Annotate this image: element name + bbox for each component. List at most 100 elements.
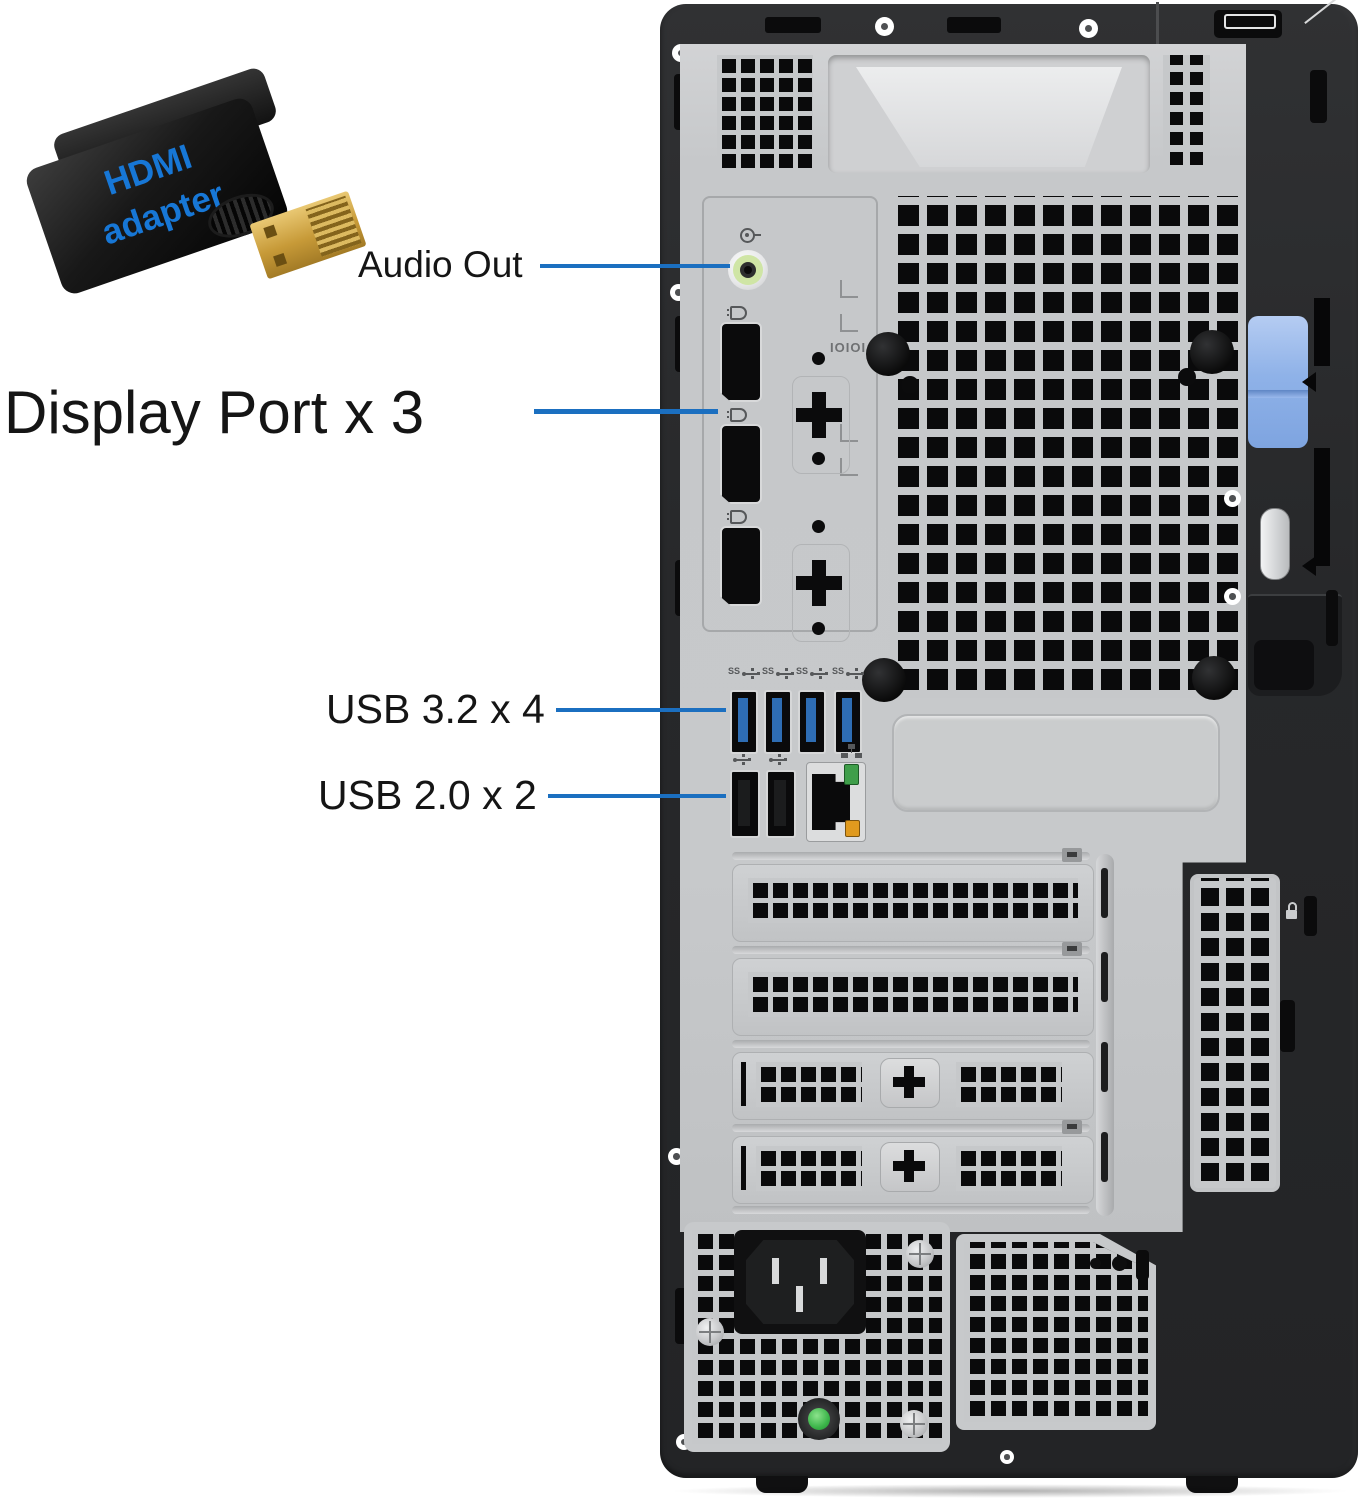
slot-rail-groove (732, 852, 1090, 860)
leader-line-audio-out (540, 264, 730, 268)
displayport-port-1 (720, 322, 762, 402)
ethernet-led-green (844, 764, 859, 785)
punchout-dot (812, 352, 825, 365)
security-lock-slot (1304, 896, 1317, 936)
slot-latch-plus (893, 1077, 925, 1087)
usb-ss-trident-icon (846, 668, 863, 676)
bracket-rail-notch (1101, 1132, 1108, 1182)
hdmi-adapter-image: HDMI adapter (10, 60, 370, 360)
leader-line-display-port (534, 409, 718, 414)
callout-usb20: USB 2.0 x 2 (318, 772, 537, 818)
slot-rail-groove (732, 1040, 1090, 1048)
punchout-mark (840, 314, 858, 332)
latch-catch-arrow (1302, 372, 1316, 392)
fan-thumbscrew (1192, 656, 1236, 700)
slot-cover-tick (741, 1146, 746, 1190)
psu-latch-ridge (1248, 390, 1308, 398)
bracket-rail-notch (1101, 868, 1108, 918)
latch-catch (1314, 298, 1330, 366)
adapter-body: HDMI adapter (22, 94, 292, 298)
top-screw (875, 17, 894, 36)
usb20-tongue (774, 780, 786, 826)
usb20-tongue (738, 780, 750, 826)
usb-ss-icon: SS (796, 666, 809, 676)
fan-thumbscrew (862, 658, 906, 702)
side-slot (1310, 70, 1327, 123)
punchout-dot (812, 520, 825, 533)
chassis-slot (1326, 590, 1338, 646)
punchout-dot (812, 622, 825, 635)
panel-screw (1224, 490, 1241, 507)
usb-ss-icon: SS (762, 666, 775, 676)
punchout-outline (792, 376, 850, 474)
power-led-green (808, 1408, 830, 1430)
bracket-rail-notch (1101, 1042, 1108, 1092)
tower-foot (756, 1476, 808, 1493)
power-inlet-pin (820, 1258, 827, 1284)
usb-ss-icon: SS (832, 666, 845, 676)
top-screw (1079, 19, 1098, 38)
usb2-icon (769, 754, 786, 762)
ethernet-led-amber (845, 820, 860, 837)
serial-port-label: IOIOI (830, 340, 867, 355)
top-vent-cutout (947, 17, 1001, 33)
io-area-outline (702, 196, 878, 632)
slot-cover-tick (741, 1062, 746, 1106)
callout-usb32: USB 3.2 x 4 (326, 686, 545, 732)
slot-rail-groove (732, 946, 1090, 954)
chassis-hole (1090, 1258, 1101, 1269)
bracket-rail-notch (1101, 952, 1108, 1002)
vent-grid-left (717, 55, 813, 173)
slot-cover-perforation (756, 1062, 862, 1107)
usb2-icon (733, 754, 750, 762)
slot-latch-plus (893, 1161, 925, 1171)
slot-cover-perforation (956, 1146, 1062, 1191)
displayport-icon (727, 306, 747, 320)
ethernet-icon (841, 744, 855, 758)
connector-notch (273, 252, 288, 267)
chassis-hole (1112, 1256, 1127, 1271)
slot-cover-perforation (756, 1146, 862, 1191)
usb32-tongue (772, 698, 782, 742)
punchout-mark (840, 280, 858, 298)
psu-release-latch (1248, 316, 1308, 448)
blank-plate (892, 714, 1220, 812)
tower-foot (1186, 1476, 1238, 1493)
punchout-plus (796, 408, 842, 422)
audio-out-jack-pin (744, 266, 752, 274)
punchout-outline (792, 544, 850, 642)
leader-line-usb32 (556, 708, 726, 712)
audio-out-icon (740, 228, 761, 243)
displayport-icon (727, 408, 747, 422)
psu-screw (900, 1410, 928, 1438)
punchout-dot (812, 452, 825, 465)
displayport-port-3 (720, 526, 762, 606)
top-vent-cutout (765, 17, 821, 33)
psu-screw (906, 1240, 934, 1268)
psu-side-vent-grid (964, 1242, 1148, 1422)
power-inlet-pin (796, 1286, 803, 1312)
side-vent-strip (1190, 874, 1280, 1192)
displayport-port-2 (720, 424, 762, 504)
slot-rail-groove (732, 1206, 1090, 1214)
leader-line-usb20 (548, 794, 726, 798)
callout-audio-out: Audio Out (358, 244, 523, 285)
padlock-icon (1288, 902, 1297, 910)
psu-screw (696, 1318, 724, 1346)
ethernet-jack (812, 774, 850, 830)
punchout-plus (796, 576, 842, 590)
top-panel-seam (1156, 2, 1159, 48)
usb-ss-trident-icon (776, 668, 793, 676)
connector-notch (263, 224, 278, 239)
latch-catch (1314, 448, 1330, 566)
fan-screw-hole (901, 376, 919, 394)
usb-ss-trident-icon (742, 668, 759, 676)
panel-screw (1224, 588, 1241, 605)
slot-lock-tab (1062, 848, 1082, 862)
padlock-icon (1286, 910, 1297, 919)
cable-hook-inner (1254, 640, 1314, 690)
slot-lock-tab (1062, 942, 1082, 956)
slot-cover-perforation (956, 1062, 1062, 1107)
usb32-tongue (738, 698, 748, 742)
